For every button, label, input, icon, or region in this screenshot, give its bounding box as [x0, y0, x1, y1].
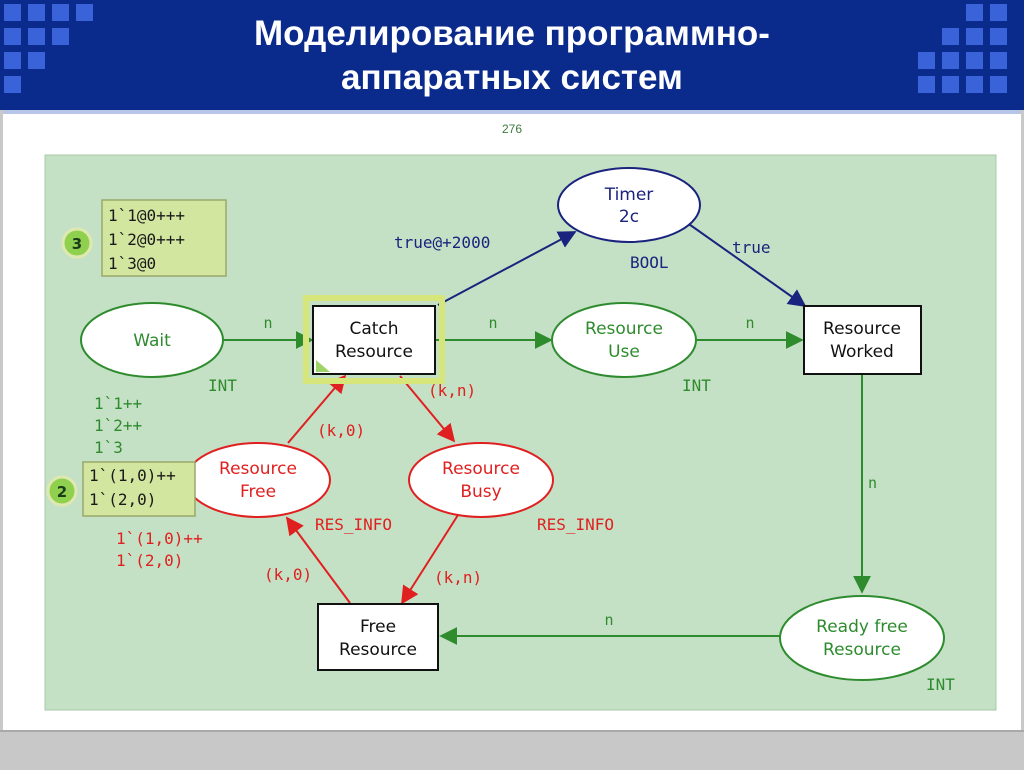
arc-label-free-to-catch: (k,0)	[317, 421, 365, 440]
marking-free-count: 2	[57, 483, 67, 501]
decorative-square	[4, 4, 21, 21]
place-ready-free-line-2: Resource	[823, 640, 901, 660]
place-resource-busy-type: RES_INFO	[537, 515, 614, 534]
arc-catch-to-timer	[437, 231, 577, 306]
decorative-square	[52, 4, 69, 21]
transition-free-line-2: Resource	[339, 640, 417, 660]
title-header: Моделирование программно- аппаратных сис…	[0, 0, 1024, 110]
left-edge	[0, 110, 3, 730]
page-number: 276	[501, 122, 523, 136]
place-resource-free-line-2: Free	[240, 482, 276, 502]
place-wait-label: Wait	[133, 331, 171, 351]
decorative-square	[4, 76, 21, 93]
arc-label-catch-to-timer: true@+2000	[394, 233, 490, 252]
transition-worked-line-1: Resource	[823, 319, 901, 339]
decorative-square	[966, 76, 983, 93]
place-ready-free-type: INT	[926, 675, 955, 694]
arc-catch-to-busy	[399, 375, 456, 443]
initial-free-2: 1`(2,0)	[116, 551, 183, 570]
arc-label-wait-to-catch: n	[263, 314, 272, 332]
transition-catch-line-2: Resource	[335, 342, 413, 362]
arc-label-ready-to-free: n	[604, 611, 613, 629]
place-wait-type: INT	[208, 376, 237, 395]
place-wait: Wait	[80, 302, 224, 378]
place-resource-use-line-2: Use	[608, 342, 640, 362]
arc-busy-to-free-tr	[401, 514, 459, 605]
arc-label-timer-to-worked: true	[732, 238, 771, 257]
transition-catch-line-1: Catch	[349, 319, 398, 339]
place-resource-busy: Resource Busy	[408, 442, 554, 518]
marking-resource-free: 2 1`(1,0)++ 1`(2,0)	[46, 461, 196, 517]
decorative-square	[28, 52, 45, 69]
place-resource-free: Resource Free	[185, 442, 331, 518]
initial-wait-2: 1`2++	[94, 416, 142, 435]
arc-label-catch-to-busy: (k,n)	[428, 381, 476, 400]
decorative-square	[966, 28, 983, 45]
title-underline	[0, 110, 1024, 114]
transition-free-line-1: Free	[360, 617, 396, 637]
left-square-decoration	[0, 0, 110, 110]
place-timer-type: BOOL	[630, 253, 669, 272]
marking-wait-token-3: 1`3@0	[108, 254, 156, 273]
decorative-square	[28, 28, 45, 45]
transition-free-resource: Free Resource	[317, 603, 439, 671]
decorative-square	[942, 76, 959, 93]
decorative-square	[942, 28, 959, 45]
decorative-square	[966, 52, 983, 69]
decorative-square	[990, 52, 1007, 69]
title-line-2: аппаратных систем	[341, 58, 683, 97]
decorative-square	[4, 52, 21, 69]
place-ready-free-line-1: Ready free	[816, 617, 908, 637]
arc-free-to-catch	[287, 374, 347, 444]
slide-title: Моделирование программно- аппаратных сис…	[110, 12, 914, 100]
decorative-square	[52, 28, 69, 45]
marking-wait-count: 3	[72, 235, 82, 253]
place-resource-use-line-1: Resource	[585, 319, 663, 339]
place-resource-busy-line-2: Busy	[460, 482, 501, 502]
arc-label-use-to-worked: n	[745, 314, 754, 332]
initial-wait-3: 1`3	[94, 438, 123, 457]
marking-free-token-1: 1`(1,0)++	[89, 466, 176, 485]
place-resource-use: Resource Use	[551, 302, 697, 378]
marking-wait-token-1: 1`1@0+++	[108, 206, 185, 225]
decorative-square	[918, 52, 935, 69]
place-timer: Timer 2c	[557, 167, 701, 243]
decorative-square	[990, 4, 1007, 21]
arc-timer-to-worked	[685, 221, 807, 308]
place-resource-busy-line-1: Resource	[442, 459, 520, 479]
arc-label-worked-to-ready: n	[868, 474, 877, 492]
decorative-square	[990, 76, 1007, 93]
right-edge	[1021, 110, 1024, 730]
arc-free-tr-to-free	[285, 516, 351, 604]
place-timer-line-1: Timer	[604, 185, 654, 205]
arc-label-catch-to-use: n	[488, 314, 497, 332]
place-resource-use-type: INT	[682, 376, 711, 395]
right-square-decoration	[914, 0, 1024, 110]
decorative-square	[966, 4, 983, 21]
place-resource-free-line-1: Resource	[219, 459, 297, 479]
marking-free-token-2: 1`(2,0)	[89, 490, 156, 509]
place-ready-free-resource: Ready free Resource	[779, 595, 945, 681]
decorative-square	[990, 28, 1007, 45]
place-resource-free-type: RES_INFO	[315, 515, 392, 534]
transition-resource-worked: Resource Worked	[803, 305, 922, 375]
decorative-square	[4, 28, 21, 45]
marking-wait: 3 1`1@0+++ 1`2@0+++ 1`3@0	[61, 199, 227, 277]
place-timer-line-2: 2c	[619, 207, 639, 227]
decorative-square	[76, 4, 93, 21]
arc-label-busy-to-free-tr: (k,n)	[434, 568, 482, 587]
title-line-1: Моделирование программно-	[254, 14, 770, 53]
initial-wait-1: 1`1++	[94, 394, 142, 413]
arc-label-free-tr-to-free: (k,0)	[264, 565, 312, 584]
transition-catch-resource: Catch Resource	[303, 295, 445, 384]
decorative-square	[918, 76, 935, 93]
decorative-square	[942, 52, 959, 69]
marking-wait-token-2: 1`2@0+++	[108, 230, 185, 249]
decorative-square	[28, 4, 45, 21]
slide-footer	[0, 730, 1024, 770]
transition-worked-line-2: Worked	[830, 342, 894, 362]
initial-free-1: 1`(1,0)++	[116, 529, 203, 548]
